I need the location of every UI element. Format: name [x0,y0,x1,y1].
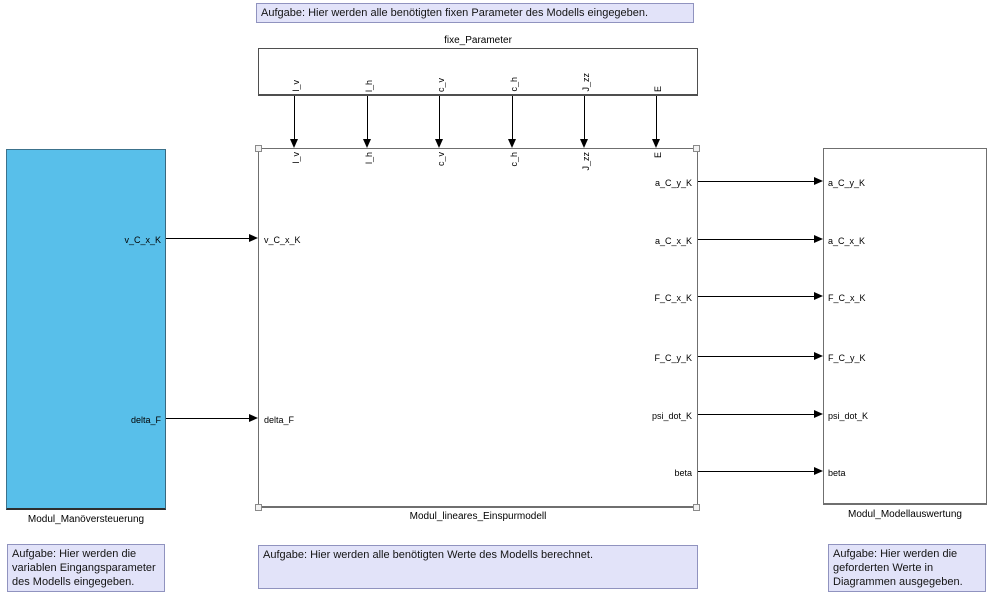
port-label: l_h [364,152,374,165]
arrowhead-down-icon [508,139,516,148]
arrowhead-down-icon [652,139,660,148]
arrowhead-right-icon [814,177,823,185]
signal-line-e[interactable] [652,96,661,148]
selection-handle[interactable] [255,145,262,152]
port-label: E [653,152,663,159]
arrowhead-right-icon [249,414,258,422]
signal-line-l-v[interactable] [290,96,299,148]
annotation-top-text: Aufgabe: Hier werden alle benötigten fix… [261,7,649,19]
arrowhead-right-icon [814,352,823,360]
arrowhead-right-icon [814,467,823,475]
selection-handle[interactable] [693,145,700,152]
subsystem-block-modellauswertung[interactable]: a_C_y_K a_C_x_K F_C_x_K F_C_y_K psi_dot_… [823,148,987,505]
signal-line-c-v[interactable] [435,96,444,148]
subsystem-block-manoeversteuerung[interactable]: v_C_x_K delta_F [6,149,166,510]
block-label-modellauswertung[interactable]: Modul_Modellauswertung [848,509,962,520]
port-label: a_C_y_K [654,178,692,188]
signal-line-v-c-x-k[interactable] [166,234,258,243]
port-label: F_C_y_K [828,353,866,363]
signal-line-f-c-y-k[interactable] [698,352,823,361]
signal-line-psi-dot-k[interactable] [698,410,823,419]
annotation-bottom-center-text: Aufgabe: Hier werden alle benötigten Wer… [263,549,593,561]
port-label: c_h [509,77,519,92]
block-label-manoeversteuerung[interactable]: Modul_Manöversteuerung [27,514,145,525]
block-label-fixe-parameter[interactable]: fixe_Parameter [444,35,512,46]
port-label: l_v [291,80,301,92]
block-label-einspurmodell[interactable]: Modul_lineares_Einspurmodell [409,511,547,522]
annotation-bottom-center[interactable]: Aufgabe: Hier werden alle benötigten Wer… [258,545,698,589]
port-label: J_zz [581,152,591,171]
port-label: v_C_x_K [264,235,301,245]
arrowhead-down-icon [363,139,371,148]
port-label: psi_dot_K [651,411,692,421]
port-label: F_C_x_K [654,293,692,303]
annotation-bottom-right[interactable]: Aufgabe: Hier werden die geforderten Wer… [828,544,986,592]
arrowhead-down-icon [435,139,443,148]
selection-handle[interactable] [693,504,700,511]
signal-line-j-zz[interactable] [580,96,589,148]
selection-handle[interactable] [255,504,262,511]
port-label: l_h [364,79,374,92]
signal-line-c-h[interactable] [508,96,517,148]
signal-line-beta[interactable] [698,467,823,476]
signal-line-a-c-x-k[interactable] [698,235,823,244]
signal-line-l-h[interactable] [363,96,372,148]
port-label: a_C_x_K [828,236,866,246]
subsystem-block-einspurmodell[interactable]: l_v l_h c_v c_h J_zz E v_C_x_K delta_F a… [258,148,698,508]
port-label: F_C_y_K [654,353,692,363]
port-label: delta_F [130,415,161,425]
annotation-bottom-left-text: Aufgabe: Hier werden die variablen Einga… [12,548,156,588]
arrowhead-down-icon [580,139,588,148]
signal-line-delta-f[interactable] [166,414,258,423]
port-label: l_v [291,152,301,164]
arrowhead-right-icon [814,292,823,300]
arrowhead-right-icon [814,410,823,418]
port-label: J_zz [581,73,591,92]
signal-line-f-c-x-k[interactable] [698,292,823,301]
port-label: c_h [509,152,519,167]
port-label: c_v [436,152,446,167]
port-label: psi_dot_K [828,411,869,421]
port-label: F_C_x_K [828,293,866,303]
port-label: v_C_x_K [124,235,161,245]
port-label: beta [674,468,692,478]
annotation-top[interactable]: Aufgabe: Hier werden alle benötigten fix… [256,3,694,23]
arrowhead-right-icon [249,234,258,242]
port-label: beta [828,468,846,478]
annotation-bottom-left[interactable]: Aufgabe: Hier werden die variablen Einga… [7,544,165,592]
arrowhead-right-icon [814,235,823,243]
port-label: E [653,85,663,92]
port-label: delta_F [264,415,295,425]
port-label: c_v [436,77,446,92]
subsystem-block-fixe-parameter[interactable]: l_v l_h c_v c_h J_zz E [258,48,698,96]
signal-line-a-c-y-k[interactable] [698,177,823,186]
arrowhead-down-icon [290,139,298,148]
port-label: a_C_y_K [828,178,866,188]
annotation-bottom-right-text: Aufgabe: Hier werden die geforderten Wer… [833,548,963,588]
port-label: a_C_x_K [654,236,692,246]
